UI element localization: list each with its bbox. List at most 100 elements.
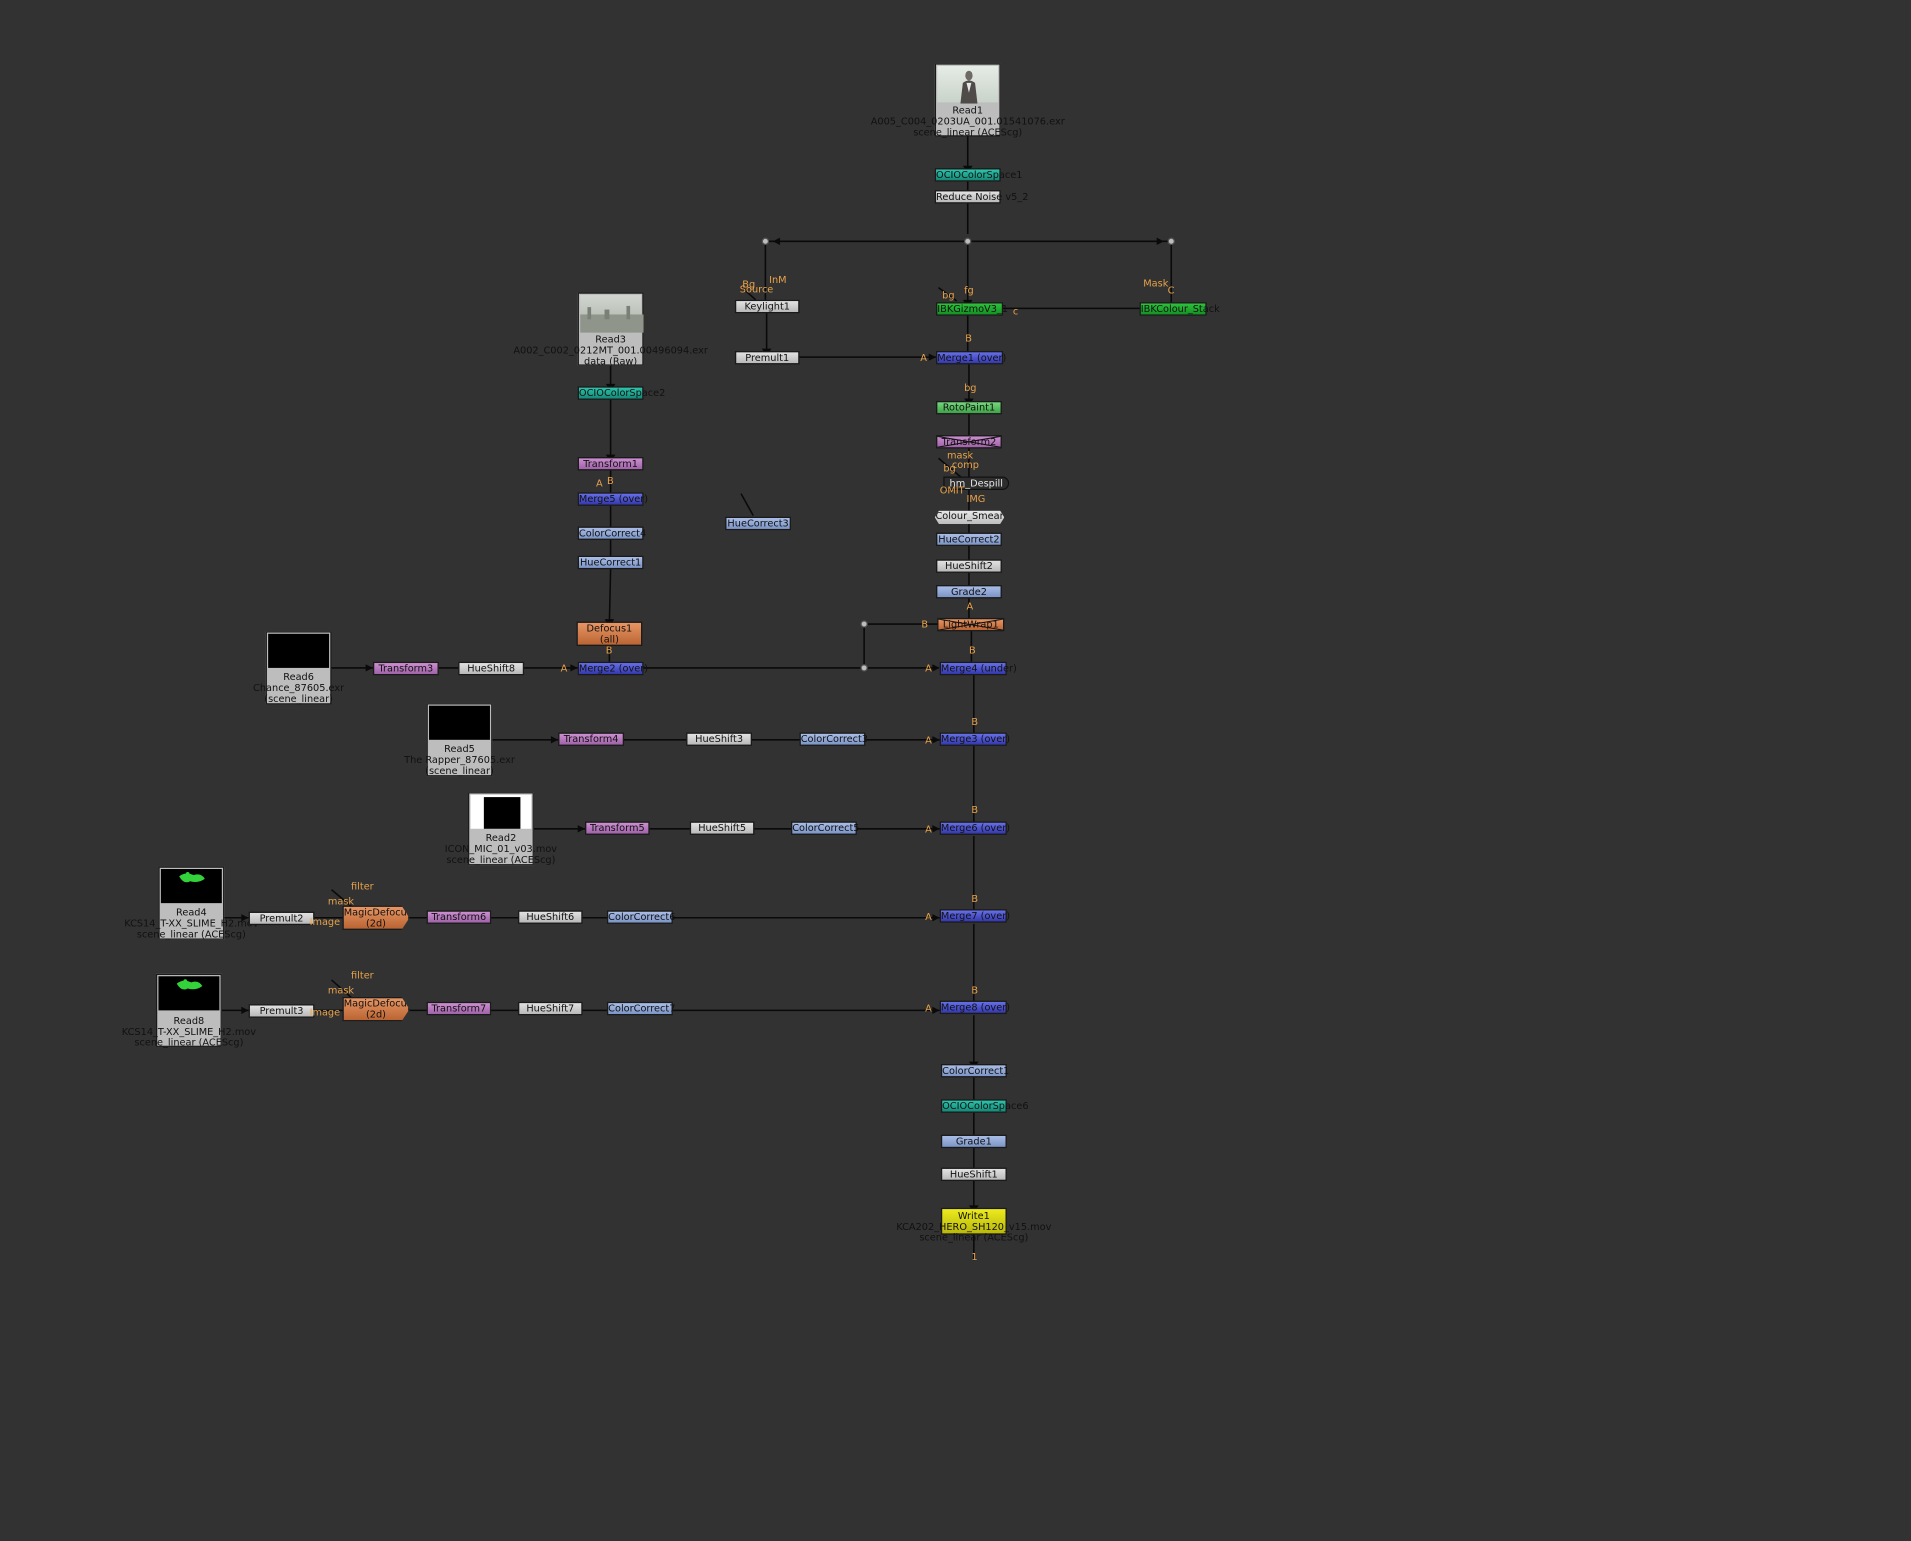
- node-label: HueCorrect3: [727, 517, 789, 529]
- read2-node[interactable]: [468, 792, 534, 866]
- node-label: Grade1: [955, 1135, 992, 1147]
- grade2-node[interactable]: Grade2: [936, 585, 1002, 599]
- merge8-node[interactable]: Merge8 (over): [939, 1000, 1010, 1015]
- read6-file: Chance_87605.exr: [253, 682, 345, 694]
- merge5-node[interactable]: Merge5 (over): [577, 492, 649, 506]
- write1-label: Write1: [957, 1210, 990, 1222]
- hueshift5-node[interactable]: HueShift5: [689, 821, 755, 835]
- write1-node[interactable]: [940, 1207, 1007, 1235]
- transform3-node[interactable]: Transform3: [372, 661, 439, 676]
- premult3-node[interactable]: Premult3: [248, 1004, 315, 1018]
- input-label: A: [966, 600, 974, 612]
- ocio-colorspace-2-node[interactable]: OCIOColorSpace2: [577, 386, 665, 400]
- merge2-node[interactable]: Merge2 (over): [577, 661, 648, 676]
- read3-colorspace: data (Raw): [584, 355, 638, 367]
- colorcorrect3-node[interactable]: ColorCorrect3: [799, 732, 868, 746]
- input-label: bg: [942, 290, 955, 302]
- read4-node[interactable]: [158, 866, 225, 940]
- dot-junction[interactable]: [964, 237, 972, 245]
- hm-despill-node[interactable]: hm_Despill: [943, 476, 1010, 490]
- node-label: hm_Despill: [949, 477, 1003, 489]
- merge4-node[interactable]: Merge4 (under): [939, 661, 1017, 676]
- node-label: IBKColour_Stack: [1140, 303, 1220, 315]
- read2-colorspace: scene_linear (ACEScg): [446, 854, 556, 866]
- lightwrap1-node[interactable]: LightWrap1: [937, 617, 1005, 632]
- read3-file: A002_C002_0212MT_001.00496094.exr: [513, 344, 708, 356]
- colour-smear-node[interactable]: Colour_Smear: [934, 510, 1005, 525]
- dot-junction[interactable]: [761, 237, 770, 245]
- read6-thumbnail: [268, 633, 330, 668]
- merge6-node[interactable]: Merge6 (over): [939, 821, 1010, 835]
- transform2-node[interactable]: Transform2: [936, 435, 1002, 449]
- node-label: HueShift2: [945, 560, 993, 572]
- dot-junction[interactable]: [1167, 237, 1175, 245]
- input-label: Source: [739, 283, 774, 295]
- read5-node[interactable]: [426, 703, 493, 777]
- node-label: Defocus1: [586, 622, 633, 634]
- input-label: IMG: [966, 493, 986, 505]
- hueshift2-node[interactable]: HueShift2: [936, 559, 1002, 573]
- hueshift3-node[interactable]: HueShift3: [686, 732, 752, 746]
- transform7-node[interactable]: Transform7: [426, 1001, 492, 1016]
- read4-file: KCS14_T-XX_SLIME_H2.mov: [124, 917, 259, 929]
- merge1-node[interactable]: Merge1 (over): [936, 351, 1006, 365]
- read3-thumbnail: [580, 294, 644, 333]
- dot-junction[interactable]: [860, 664, 868, 672]
- magicdefocus2-node[interactable]: MagicDefocus2 (2d): [342, 996, 419, 1022]
- huecorrect3-node[interactable]: HueCorrect3: [725, 516, 792, 531]
- read6-node[interactable]: [265, 631, 332, 705]
- colorcorrect7-node[interactable]: ColorCorrect7: [606, 1001, 675, 1016]
- premult2-node[interactable]: Premult2: [248, 911, 315, 926]
- ocio-colorspace-1-node[interactable]: OCIOColorSpace1: [934, 168, 1022, 182]
- node-label: Transform6: [431, 911, 487, 923]
- read5-thumbnail: [429, 705, 490, 740]
- transform5-node[interactable]: Transform5: [585, 821, 650, 835]
- rotopaint1-node[interactable]: RotoPaint1: [936, 400, 1002, 415]
- input-label: mask: [947, 449, 974, 461]
- keylight1-node[interactable]: Keylight1: [734, 299, 800, 314]
- colorcorrect5-node[interactable]: ColorCorrect5: [791, 821, 859, 835]
- colorcorrect1-node[interactable]: ColorCorrect1: [940, 1064, 1009, 1078]
- transform1-node[interactable]: Transform1: [577, 457, 644, 471]
- merge3-node[interactable]: Merge3 (over): [939, 732, 1010, 746]
- input-label: bg: [964, 382, 977, 394]
- huecorrect1-node[interactable]: HueCorrect1: [577, 555, 644, 570]
- read8-label: Read8: [173, 1015, 205, 1027]
- ibk-gizmo-node[interactable]: IBKGizmoV3_1: [936, 302, 1009, 316]
- transform6-node[interactable]: Transform6: [426, 910, 492, 924]
- input-label: Bg: [742, 279, 756, 291]
- transform4-node[interactable]: Transform4: [558, 732, 625, 746]
- hueshift6-node[interactable]: HueShift6: [517, 910, 583, 924]
- input-label: c: [1012, 305, 1019, 317]
- hueshift1-node[interactable]: HueShift1: [940, 1167, 1007, 1182]
- reduce-noise-node[interactable]: Reduce Noise v5_2: [934, 190, 1028, 204]
- ocio-colorspace-6-node[interactable]: OCIOColorSpace6: [940, 1099, 1029, 1113]
- colorcorrect4-node[interactable]: ColorCorrect4: [577, 526, 646, 540]
- input-label: A: [925, 734, 932, 746]
- read2-file: ICON_MIC_01_v03.mov: [444, 843, 558, 855]
- node-label: IBKGizmoV3_1: [937, 303, 1009, 315]
- premult1-node[interactable]: Premult1: [734, 351, 800, 365]
- dot-junction[interactable]: [860, 620, 868, 628]
- node-label: Transform7: [431, 1003, 487, 1015]
- node-label: Merge5 (over): [578, 493, 649, 505]
- node-label: MagicDefocus2: [343, 998, 419, 1010]
- grade1-node[interactable]: Grade1: [940, 1134, 1007, 1149]
- defocus1-node[interactable]: Defocus1 (all): [576, 621, 643, 646]
- colorcorrect6-node[interactable]: ColorCorrect6: [606, 910, 675, 924]
- read2-thumbnail: [470, 794, 532, 829]
- read8-node[interactable]: [156, 973, 222, 1047]
- hueshift8-node[interactable]: HueShift8: [458, 661, 525, 676]
- huecorrect2-node[interactable]: HueCorrect2: [936, 532, 1002, 547]
- disabled-x-icon: [938, 619, 1004, 631]
- input-label: mask: [327, 984, 355, 996]
- node-label: RotoPaint1: [942, 402, 996, 414]
- magicdefocus1-node[interactable]: MagicDefocus1 (2d): [342, 905, 410, 930]
- read1-node[interactable]: [934, 63, 1001, 137]
- merge7-node[interactable]: Merge7 (over): [939, 909, 1010, 923]
- read3-node[interactable]: [577, 292, 644, 366]
- ibk-colour-stack-node[interactable]: IBKColour_Stack: [1139, 302, 1220, 316]
- hueshift7-node[interactable]: HueShift7: [517, 1001, 583, 1016]
- input-label: fg: [964, 285, 974, 297]
